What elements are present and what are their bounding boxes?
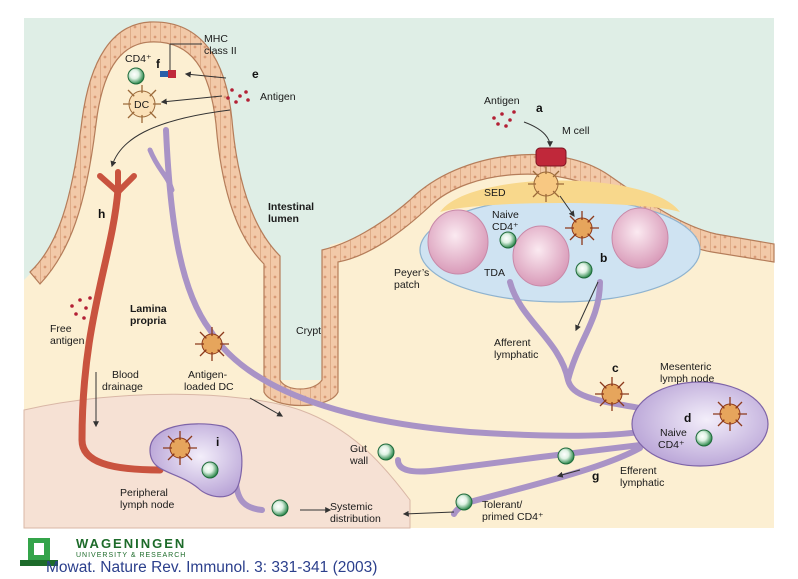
t-cell-tda xyxy=(575,261,593,279)
label-free-1: Free xyxy=(50,323,72,335)
label-blood-1: Blood xyxy=(112,369,139,381)
label-e: e xyxy=(252,67,259,81)
label-tolerant-2: primed CD4⁺ xyxy=(482,511,544,523)
label-naive-2: Naive xyxy=(660,427,687,439)
label-f: f xyxy=(156,57,161,71)
systemic-t-cell xyxy=(271,499,289,517)
label-efferent-1: Efferent xyxy=(620,465,657,477)
logo-subtitle: UNIVERSITY & RESEARCH xyxy=(76,552,187,559)
label-c: c xyxy=(612,361,619,375)
follicle-left xyxy=(427,209,489,275)
label-efferent-2: lymphatic xyxy=(620,477,664,489)
blood-vessel xyxy=(78,186,164,474)
villus-lymphatic-branch xyxy=(147,147,175,193)
label-mhc: MHC xyxy=(204,33,228,45)
dc-cell-lymphatic xyxy=(595,377,629,411)
follicle-right xyxy=(611,207,669,269)
villus-epithelium xyxy=(29,21,775,407)
efferent-lymphatic xyxy=(395,442,643,517)
citation-text: Mowat. Nature Rev. Immunol. 3: 331-341 (… xyxy=(46,559,378,576)
label-b: b xyxy=(600,251,607,265)
label-lamina: Lamina xyxy=(130,303,167,315)
mhc-class-ii-marker xyxy=(160,71,172,77)
mesenteric-lymph-node xyxy=(631,381,769,467)
naive-cd4-t-cell-pp xyxy=(499,231,517,249)
pp-afferent-lymphatic xyxy=(507,279,643,411)
wageningen-logo-mark xyxy=(20,538,58,566)
label-tolerant-1: Tolerant/ xyxy=(482,499,522,511)
label-m-cell: M cell xyxy=(562,125,589,137)
m-cell xyxy=(535,147,567,167)
wageningen-logo: WAGENINGEN UNIVERSITY & RESEARCH xyxy=(18,536,218,566)
label-free-2: antigen xyxy=(50,335,85,347)
villus-lymphatic xyxy=(163,127,643,439)
naive-cd4-t-cell-mln xyxy=(695,429,713,447)
label-a: a xyxy=(536,101,543,115)
label-i: i xyxy=(216,435,219,449)
label-antigen-left: Antigen xyxy=(260,91,296,103)
label-sed: SED xyxy=(484,187,506,199)
antigen-dots-free xyxy=(70,296,92,320)
label-naive-cd4-1: CD4⁺ xyxy=(492,221,519,233)
label-mesenteric-2: lymph node xyxy=(660,373,714,385)
label-antigen-dc-2: loaded DC xyxy=(184,381,234,393)
blood-vessel-branches xyxy=(97,169,137,195)
label-blood-2: drainage xyxy=(102,381,143,393)
dc-cell-peripheral xyxy=(163,431,197,465)
cd4-t-cell-villus xyxy=(127,67,145,85)
label-peripheral-1: Peripheral xyxy=(120,487,168,499)
t-cell-peripheral xyxy=(201,461,219,479)
dc-cell-tda xyxy=(565,211,599,245)
label-cd4-top: CD4⁺ xyxy=(125,53,152,65)
label-peyers-2: patch xyxy=(394,279,420,291)
label-antigen-right: Antigen xyxy=(484,95,520,107)
label-afferent-1: Afferent xyxy=(494,337,531,349)
label-tda: TDA xyxy=(484,267,505,279)
label-naive-cd4-2: CD4⁺ xyxy=(658,439,685,451)
tolerant-t-cell xyxy=(455,493,473,511)
label-intestinal: Intestinal xyxy=(268,201,314,213)
flow-arrows xyxy=(93,71,599,517)
label-gut-2: wall xyxy=(349,455,368,467)
label-antigen-dc-1: Antigen- xyxy=(188,369,228,381)
label-gut-1: Gut xyxy=(350,443,367,455)
t-cell-efferent xyxy=(557,447,575,465)
label-naive-1: Naive xyxy=(492,209,519,221)
label-afferent-2: lymphatic xyxy=(494,349,538,361)
label-peripheral-2: lymph node xyxy=(120,499,174,511)
label-mesenteric-1: Mesenteric xyxy=(660,361,711,373)
label-lumen: lumen xyxy=(268,213,299,225)
dc-cell-mesenteric xyxy=(713,397,747,431)
label-h: h xyxy=(98,207,105,221)
label-crypt: Crypt xyxy=(296,325,321,337)
label-peyers-1: Peyer’s xyxy=(394,267,429,279)
antigen-loaded-dc xyxy=(195,327,229,361)
tcr-marker xyxy=(168,70,176,78)
antigen-dots-pp xyxy=(492,110,516,128)
dc-cell-villus xyxy=(123,85,161,123)
t-cell-gut-wall xyxy=(377,443,395,461)
label-dc: DC xyxy=(134,99,150,111)
antigen-dots-villus xyxy=(226,88,250,104)
label-propria: propria xyxy=(130,315,166,327)
follicle-center xyxy=(512,225,570,287)
label-class-ii: class II xyxy=(204,45,237,57)
label-g: g xyxy=(592,469,599,483)
label-d: d xyxy=(684,411,691,425)
label-systemic-2: distribution xyxy=(330,513,381,525)
logo-name: WAGENINGEN xyxy=(76,536,187,551)
dc-cell-sed xyxy=(528,166,564,202)
label-systemic-1: Systemic xyxy=(330,501,373,513)
